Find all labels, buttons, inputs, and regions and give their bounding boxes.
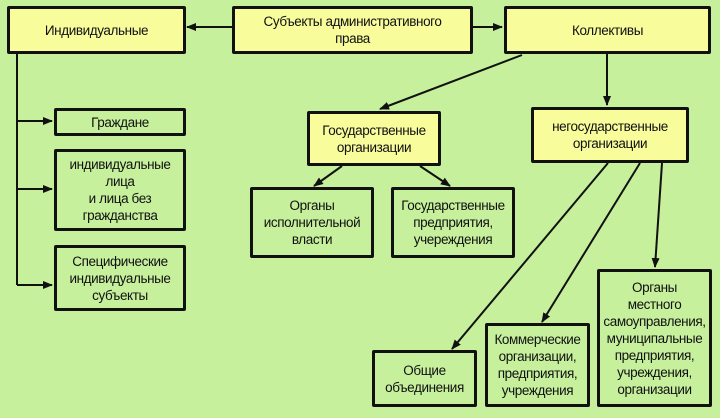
node-public-assoc: Общие объединения xyxy=(372,350,477,407)
node-local-gov: Органы местного самоуправления, муниципа… xyxy=(597,269,712,407)
node-commercial: Коммерческие организации, предприятия, у… xyxy=(485,323,590,407)
arrow-state-orgs xyxy=(379,54,523,110)
node-state-enterprises: Государственные предприятия, учереждения xyxy=(391,187,515,258)
node-root: Субъекты административного права xyxy=(232,6,473,54)
node-individuals-stateless: индивидуальные лица и лица без гражданст… xyxy=(54,149,186,231)
arrow-state-enterprises xyxy=(419,165,451,187)
arrow-public-assoc xyxy=(451,162,609,350)
arrow-commercial xyxy=(541,162,641,323)
node-executive: Органы исполнительной власти xyxy=(250,187,374,258)
node-collective: Коллективы xyxy=(504,6,711,54)
arrow-executive xyxy=(313,165,343,187)
arrow-local-gov xyxy=(651,162,663,268)
node-individual: Индивидуальные xyxy=(7,6,186,54)
node-citizens: Граждане xyxy=(54,108,186,136)
node-nonstate-orgs: негосударственные организации xyxy=(531,107,689,163)
node-specific: Специфические индивидуальные субъекты xyxy=(54,245,186,311)
node-state-orgs: Государственные организации xyxy=(307,111,441,166)
